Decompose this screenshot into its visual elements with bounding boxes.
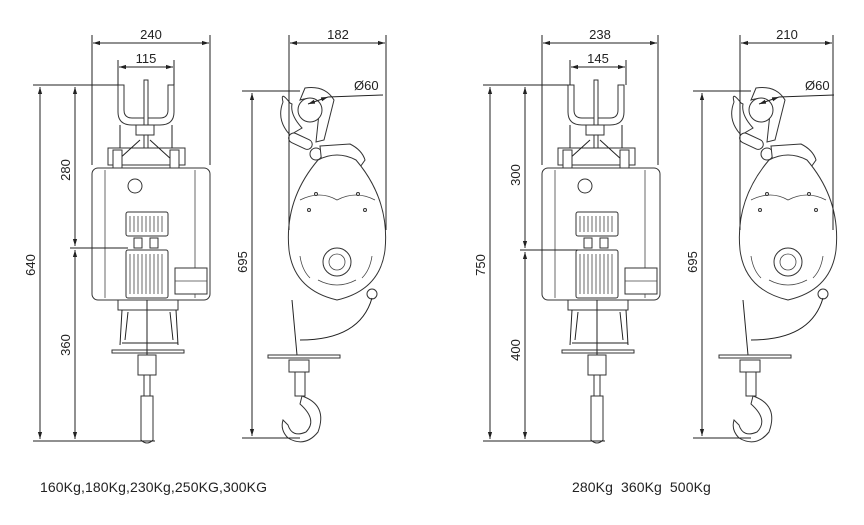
dimension-lines-heavy: [483, 35, 835, 442]
dim-width: 238: [589, 27, 611, 42]
model-capacity-caption: 160Kg,180Kg,230Kg,250KG,300KG: [40, 479, 268, 495]
dimension-lines-light: [33, 35, 387, 442]
dim-depth: 210: [776, 27, 798, 42]
dim-lower-height: 400: [508, 339, 523, 361]
dim-hanger-width: 145: [587, 51, 609, 66]
dim-lower-height: 360: [58, 334, 73, 356]
dim-hook-diameter: Ø60: [354, 78, 379, 93]
dim-upper-height: 300: [508, 164, 523, 186]
dim-total-height: 750: [473, 254, 488, 276]
side-view-light-model: [267, 87, 387, 443]
dim-total-height: 640: [23, 254, 38, 276]
model-capacity-caption: 280Kg 360Kg 500Kg: [572, 479, 711, 495]
dim-hook-diameter: Ø60: [805, 78, 830, 93]
dim-hanger-width: 115: [136, 51, 157, 66]
side-view-heavy-model: [718, 87, 838, 443]
front-view-light-model: [91, 79, 211, 444]
dim-width: 240: [140, 27, 162, 42]
dim-upper-height: 280: [58, 159, 73, 181]
front-view-heavy-model: [541, 79, 661, 444]
dim-side-height: 695: [235, 251, 250, 273]
dim-side-height: 695: [685, 251, 700, 273]
dim-depth: 182: [327, 27, 349, 42]
